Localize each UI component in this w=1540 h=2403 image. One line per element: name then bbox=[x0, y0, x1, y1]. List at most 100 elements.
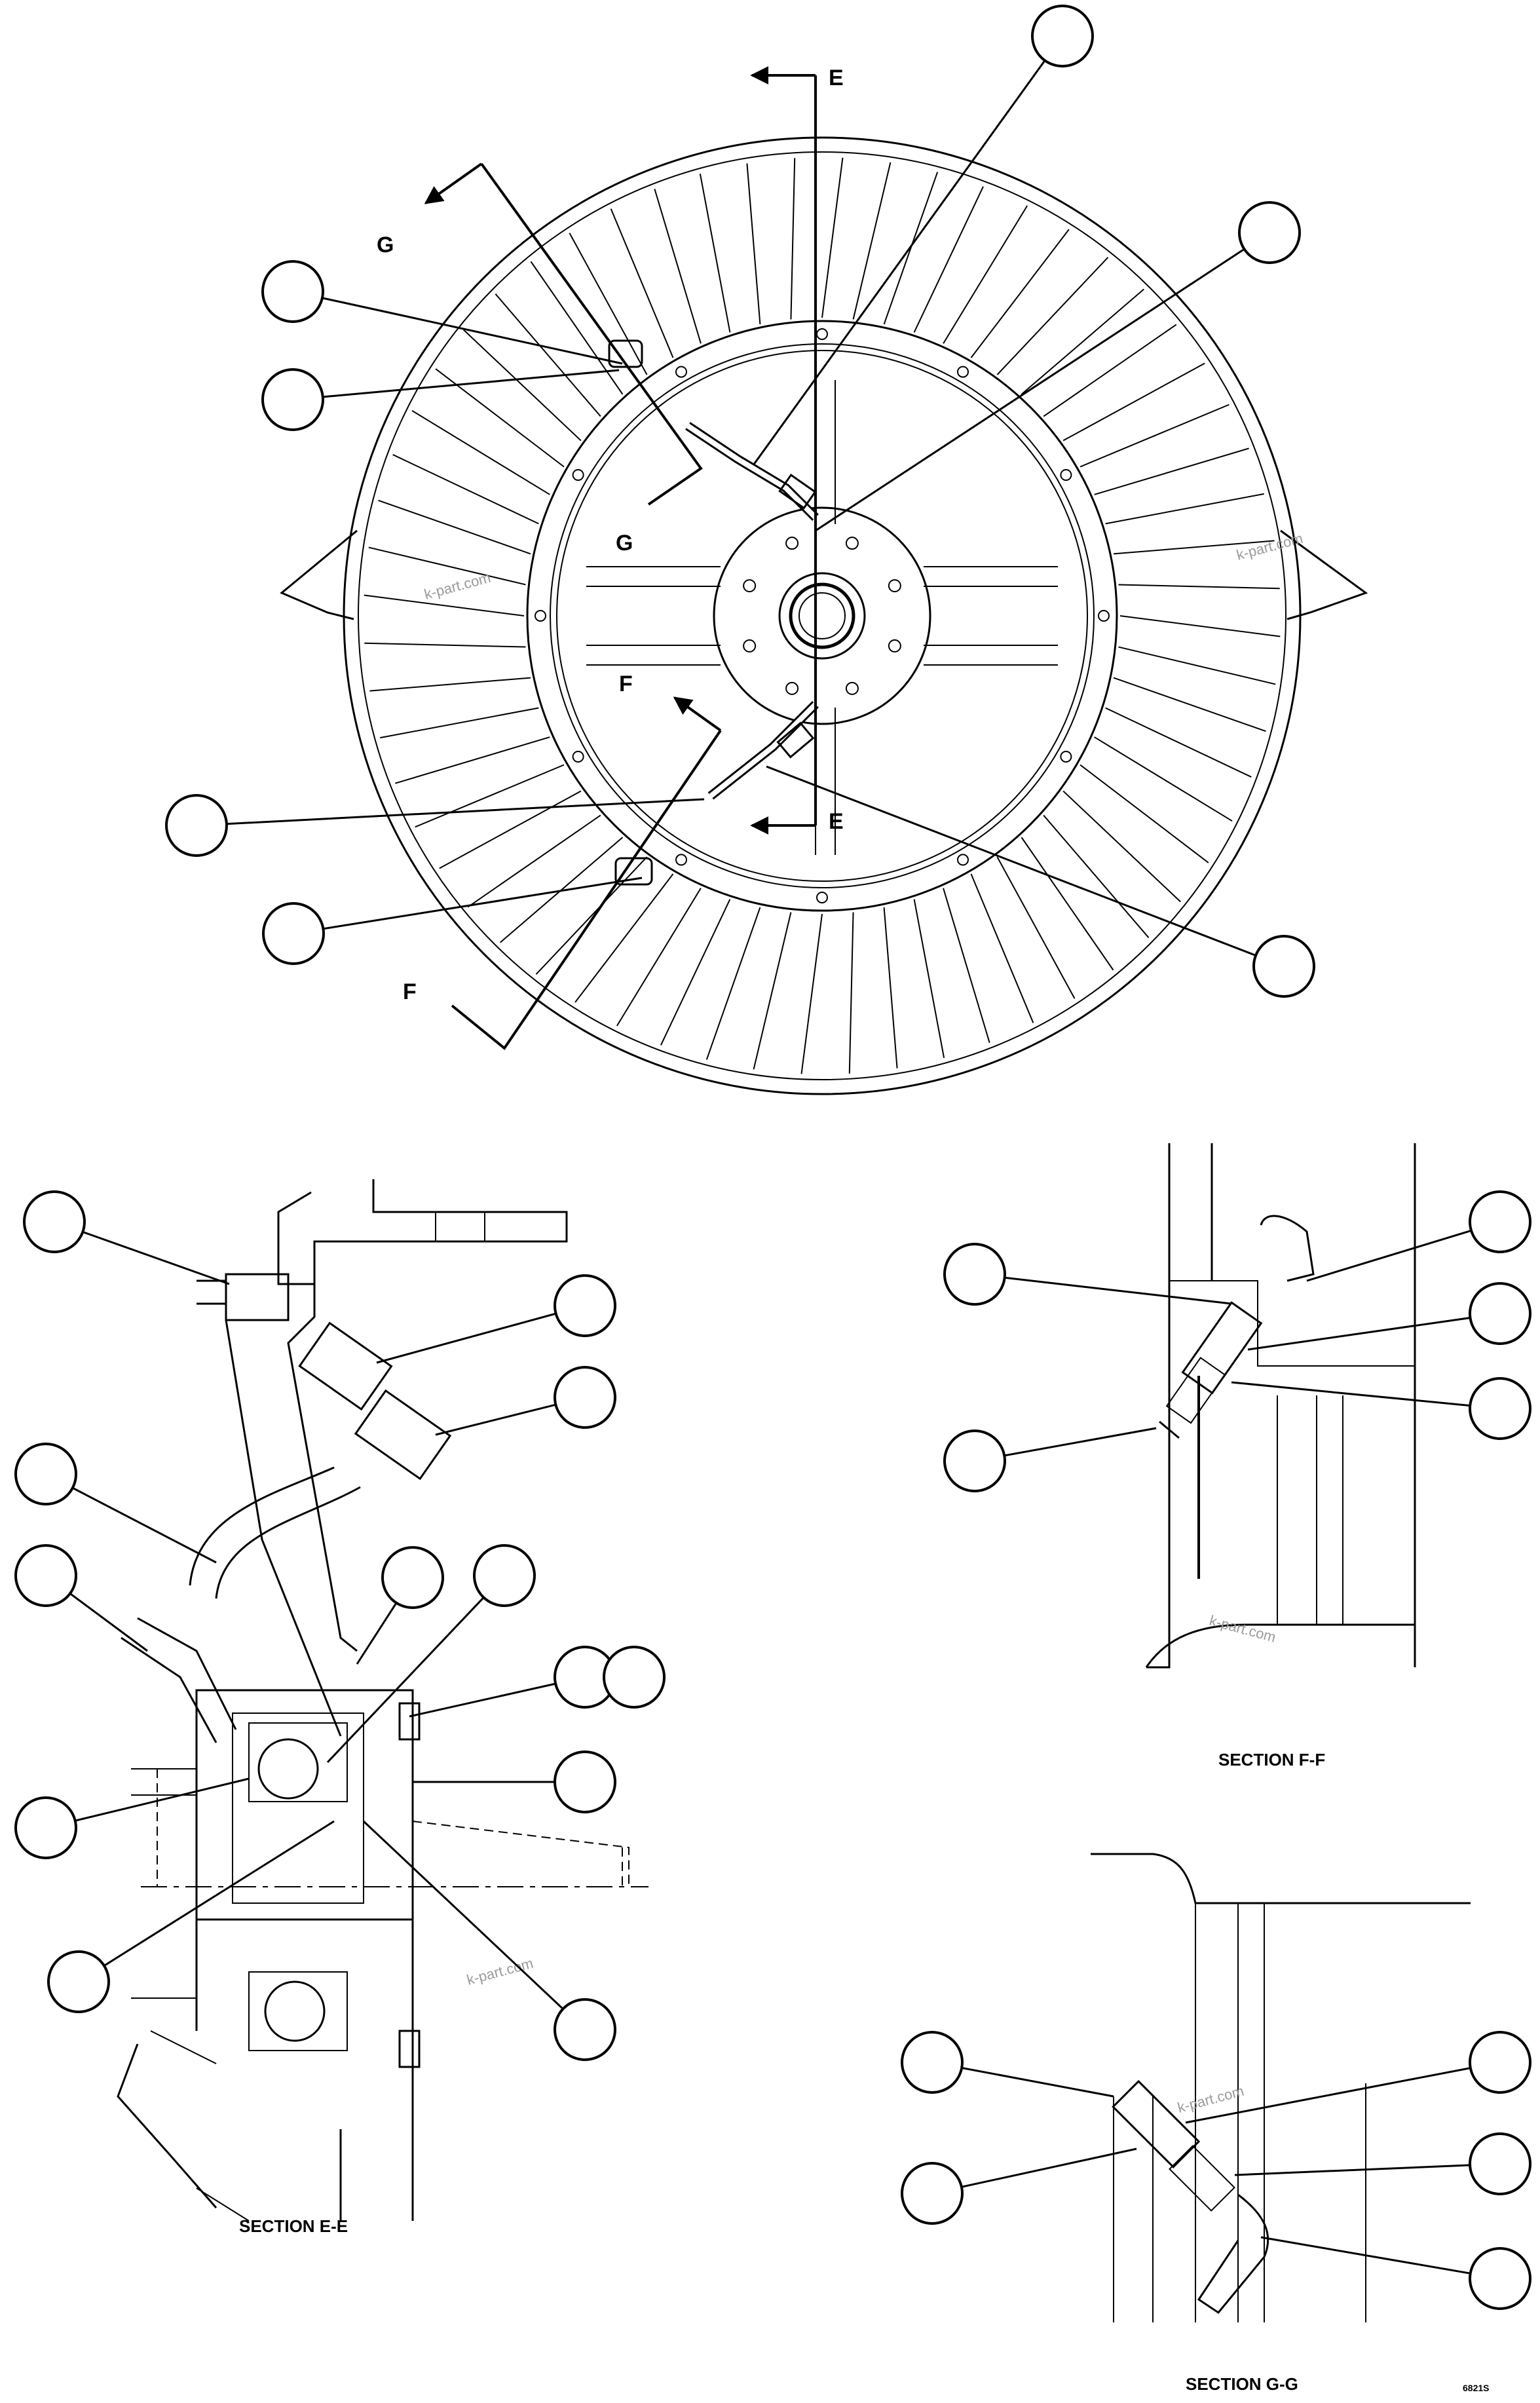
fan-blade bbox=[415, 764, 565, 828]
callout-balloon bbox=[1469, 1190, 1531, 1253]
hose-adapter-e bbox=[298, 1321, 393, 1411]
fan-blade bbox=[1043, 814, 1150, 938]
callout-leader bbox=[78, 1820, 335, 1983]
shroud-bolt bbox=[957, 854, 969, 866]
shroud-bolt bbox=[572, 469, 584, 481]
bolt-lower-e bbox=[398, 2030, 421, 2068]
bearing-ball-upper bbox=[257, 1738, 319, 1800]
fan-blade bbox=[913, 899, 945, 1058]
callout-balloon bbox=[23, 1190, 86, 1253]
grease-fitting-f bbox=[1181, 1301, 1263, 1395]
callout-balloon bbox=[14, 1796, 77, 1859]
fan-blade bbox=[1105, 493, 1264, 525]
callout-balloon bbox=[1469, 2132, 1531, 2195]
section-mark-g-inner: G bbox=[616, 531, 633, 556]
shroud-bolt bbox=[675, 366, 687, 378]
fan-blade bbox=[1062, 362, 1205, 442]
hub-bolt bbox=[785, 537, 799, 550]
fan-blade bbox=[705, 907, 761, 1060]
section-mark-e-bottom: E bbox=[829, 809, 844, 834]
callout-leader bbox=[766, 765, 1285, 968]
arm-right-edge bbox=[287, 1241, 358, 1652]
callout-balloon bbox=[1469, 2031, 1531, 2094]
bolt-upper-e bbox=[398, 1702, 421, 1741]
section-mark-g-left: G bbox=[377, 233, 394, 257]
callout-balloon bbox=[1469, 1282, 1531, 1345]
fan-blade bbox=[1094, 736, 1233, 822]
hub-bolt bbox=[845, 681, 859, 695]
fan-blade bbox=[996, 257, 1109, 375]
shroud-bolt bbox=[816, 892, 828, 903]
hub-bolt bbox=[743, 579, 757, 593]
section-f-f-view bbox=[1145, 1143, 1416, 1669]
fan-blade bbox=[411, 409, 550, 495]
fan-blade bbox=[913, 186, 984, 333]
fan-blade bbox=[790, 158, 796, 320]
callout-leader bbox=[1306, 1220, 1501, 1282]
callout-leader bbox=[292, 369, 620, 401]
callout-balloon bbox=[943, 1243, 1006, 1306]
fan-blade bbox=[943, 205, 1028, 344]
fan-blade bbox=[852, 162, 892, 320]
fan-blade bbox=[495, 293, 601, 417]
fan-blade bbox=[1021, 288, 1144, 395]
callout-balloon bbox=[554, 1366, 616, 1429]
callout-balloon bbox=[1238, 201, 1301, 264]
section-line-g bbox=[480, 162, 703, 506]
watermark-5: k-part.com bbox=[1176, 2083, 1246, 2116]
fan-blade bbox=[435, 368, 565, 468]
callout-leader bbox=[45, 1473, 217, 1564]
fan-outer-ring bbox=[343, 136, 1302, 1095]
callout-leader bbox=[752, 35, 1064, 466]
section-e-e-view bbox=[117, 1179, 648, 2222]
fan-blade bbox=[1080, 764, 1209, 863]
fan-blade bbox=[883, 907, 898, 1069]
callout-leader bbox=[1234, 2163, 1501, 2176]
watermark-2: k-part.com bbox=[1235, 530, 1305, 563]
fan-blade bbox=[610, 208, 674, 358]
hub-bore bbox=[778, 572, 866, 660]
fan-blade bbox=[392, 454, 539, 525]
callout-leader bbox=[1247, 1312, 1501, 1351]
callout-balloon bbox=[554, 1750, 616, 1813]
fan-blade bbox=[800, 913, 823, 1074]
fan-blade bbox=[943, 888, 990, 1043]
callout-leader bbox=[815, 231, 1270, 532]
shroud-bolt bbox=[1060, 751, 1072, 763]
shroud-bolt bbox=[1098, 610, 1110, 622]
fan-blade bbox=[699, 174, 731, 333]
fan-blade bbox=[368, 546, 526, 586]
grease-fitting-e bbox=[225, 1273, 290, 1321]
fan-blade bbox=[439, 790, 582, 869]
callout-balloon bbox=[381, 1546, 444, 1609]
fan-blade bbox=[1080, 404, 1230, 468]
hub-flange bbox=[713, 506, 931, 725]
mount-bracket bbox=[277, 1179, 568, 1285]
callout-leader bbox=[293, 877, 643, 935]
section-line-f bbox=[451, 729, 722, 1050]
callout-balloon bbox=[943, 1429, 1006, 1492]
housing-top-g bbox=[1091, 1853, 1471, 1904]
fan-blade bbox=[1105, 707, 1252, 778]
left-mount-lug bbox=[280, 529, 358, 620]
fan-blade bbox=[535, 856, 648, 975]
callout-leader bbox=[45, 1777, 250, 1829]
grease-fitting-g bbox=[1112, 2079, 1201, 2168]
callout-balloon bbox=[554, 1998, 616, 2061]
drawing-number: 6821S bbox=[1463, 2383, 1489, 2393]
fan-blade bbox=[996, 856, 1076, 999]
callout-balloon bbox=[1469, 2247, 1531, 2310]
fan-blade bbox=[467, 814, 601, 908]
shroud-bolt bbox=[535, 610, 546, 622]
fan-blade bbox=[753, 912, 792, 1070]
callout-leader bbox=[326, 1574, 506, 1764]
section-e-e-caption: SECTION E-E bbox=[239, 2216, 348, 2236]
callout-balloon bbox=[554, 1274, 616, 1337]
callout-balloon bbox=[261, 260, 324, 323]
callout-balloon bbox=[1252, 935, 1315, 998]
fan-blade bbox=[1119, 615, 1281, 637]
grease-cap-f bbox=[1260, 1215, 1315, 1282]
callout-balloon bbox=[261, 368, 324, 431]
fan-shroud-ring bbox=[526, 320, 1118, 912]
callout-balloon bbox=[14, 1544, 77, 1607]
